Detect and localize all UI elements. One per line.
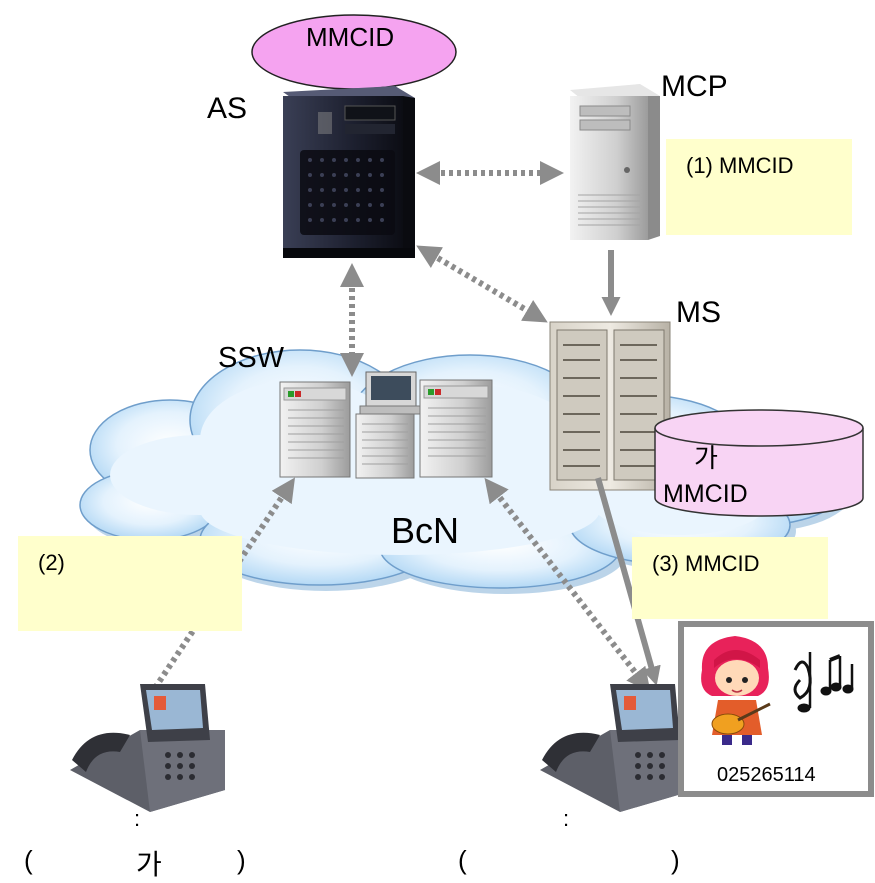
note-step-1: (1) MMCID — [666, 139, 852, 235]
arrow-as-ms — [416, 245, 548, 323]
as-server-icon — [283, 86, 415, 258]
callee-paren-close: ) — [671, 845, 680, 875]
mmcid-ellipse-label: MMCID — [306, 22, 395, 52]
ssw-server-cluster-icon — [279, 371, 493, 479]
callee-phone-icon — [540, 684, 695, 812]
node-label-mcp: MCP — [661, 70, 728, 103]
note-step-1-text: (1) MMCID — [686, 153, 794, 178]
caller-phone-icon — [70, 684, 225, 812]
arrow-ssw-callee — [484, 477, 651, 693]
caller-label-text: 가 — [136, 849, 162, 880]
callee-card-number: 025265114 — [717, 764, 816, 786]
caller-paren-open: ( — [24, 845, 33, 875]
database-label-line2: MMCID — [663, 480, 748, 508]
callee-paren-open: ( — [458, 845, 467, 875]
database-label-line1: 가 — [694, 443, 718, 473]
node-label-ssw: SSW — [218, 342, 285, 374]
note-step-3-text: (3) MMCID — [652, 551, 760, 576]
arrow-ms-callee — [595, 477, 661, 686]
note-step-2: (2) — [18, 536, 242, 631]
mmcid-database-icon — [654, 409, 864, 517]
callee-colon: : — [563, 806, 570, 831]
callee-mmcid-card — [678, 621, 874, 797]
ms-rack-icon — [549, 321, 671, 491]
caller-paren-close: ) — [237, 845, 246, 875]
node-label-bcn: BcN — [391, 510, 460, 551]
note-step-2-text: (2) — [38, 550, 65, 575]
node-label-ms: MS — [676, 296, 721, 329]
node-label-as: AS — [207, 92, 248, 125]
avatar-character-icon — [701, 636, 771, 745]
note-step-3: (3) MMCID — [632, 537, 828, 619]
music-notes-icon — [793, 652, 854, 713]
mcp-server-icon — [570, 84, 660, 240]
caller-colon: : — [134, 806, 141, 831]
